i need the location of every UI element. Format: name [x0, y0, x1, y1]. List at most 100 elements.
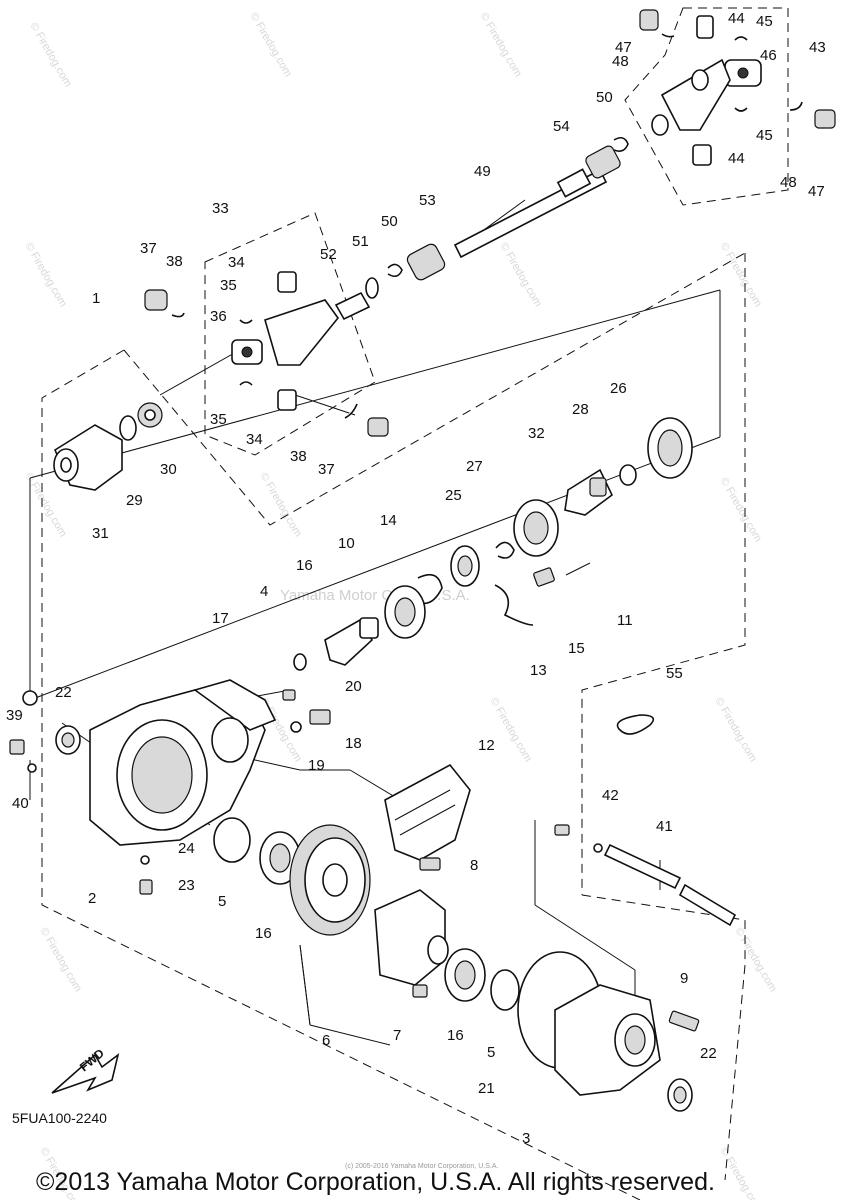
part-label: 5: [487, 1044, 495, 1061]
watermark-text: © Firedog.com: [37, 926, 84, 995]
housing-3: [554, 984, 661, 1096]
washer-24: [140, 855, 150, 865]
part-label: 19: [308, 757, 325, 774]
bolt-23: [139, 879, 153, 895]
part-label: 30: [160, 461, 177, 478]
bellows-53: [406, 243, 446, 281]
part-label: 37: [318, 461, 335, 478]
clip-55: [616, 714, 655, 735]
o-ring-28: [619, 464, 637, 486]
part-label: 38: [290, 448, 307, 465]
fwd-arrow-icon: [51, 1053, 120, 1094]
bolt-8: [419, 857, 441, 871]
watermark-text: © Firedog.com: [717, 241, 764, 310]
housing-group: [9, 679, 331, 895]
part-label: 47: [615, 39, 632, 56]
part-label: 12: [478, 737, 495, 754]
watermark-text: © Firedog.com: [247, 11, 294, 80]
part-label: 16: [255, 925, 272, 942]
circlip-50: [613, 136, 629, 152]
part-label: 50: [381, 213, 398, 230]
watermark-text: © Firedog.com: [717, 476, 764, 545]
pinion-group: [293, 417, 693, 671]
part-label: 2: [88, 890, 96, 907]
part-label: 50: [596, 89, 613, 106]
part-label: 10: [338, 535, 355, 552]
clamp-42: [593, 843, 603, 853]
bolt-9: [668, 1010, 700, 1032]
part-label: 34: [228, 254, 245, 271]
part-label: 55: [666, 665, 683, 682]
watermark-text: © Firedog.com: [257, 471, 304, 540]
part-label: 45: [756, 13, 773, 30]
hose-41b: [678, 883, 737, 927]
part-label: 46: [760, 47, 777, 64]
part-label: 8: [470, 857, 478, 874]
part-label: 42: [602, 787, 619, 804]
watermark-text: © Firedog.com: [497, 241, 544, 310]
circlip-25: [495, 541, 515, 559]
part-label: 15: [568, 640, 585, 657]
diagram-code: 5FUA100-2240: [12, 1110, 107, 1126]
part-label: 54: [553, 118, 570, 135]
shim-5: [213, 817, 251, 863]
part-label: 33: [212, 200, 229, 217]
bearing-cup-44: [696, 15, 714, 39]
bolt-42: [554, 824, 570, 836]
circlip-10: [417, 573, 443, 605]
housing-outline-right-lower: [581, 894, 746, 1181]
circlip-48b: [789, 101, 803, 111]
circlip-35: [239, 319, 253, 324]
circlip-48: [661, 33, 675, 38]
spline-end: [556, 168, 592, 198]
watermark-text: © Firedog.com: [22, 241, 69, 310]
part-label: 23: [178, 877, 195, 894]
bolt-39: [9, 739, 25, 755]
circlip-35b: [239, 381, 253, 386]
part-label: 28: [572, 401, 589, 418]
assembly-outlines: [41, 7, 789, 1200]
cover-12: [384, 763, 471, 861]
yoke-43: [660, 58, 731, 131]
washer-51: [365, 277, 379, 299]
part-labels: 1 2 3 4 5 5 6 7 8 9 10 11 12 13 14 15 16…: [6, 10, 826, 1147]
part-label: 40: [12, 795, 29, 812]
plug-20: [282, 689, 296, 701]
bearing-cup-34b: [277, 389, 297, 411]
bearing-cup-37: [144, 289, 168, 311]
part-label: 17: [212, 610, 229, 627]
part-label: 9: [680, 970, 688, 987]
watermark-text: © Firedog.com: [732, 926, 779, 995]
part-label: 16: [296, 557, 313, 574]
part-label: 39: [6, 707, 23, 724]
part-label: 1: [92, 290, 100, 307]
bearing-cup-47: [639, 9, 659, 31]
part-label: 41: [656, 818, 673, 835]
part-label: 32: [528, 425, 545, 442]
shaft-outline: [123, 252, 746, 526]
part-label: 3: [522, 1130, 530, 1147]
part-label: 35: [220, 277, 237, 294]
part-label: 48: [612, 53, 629, 70]
bearing-cup-37b: [367, 417, 389, 437]
part-label: 48: [780, 174, 797, 191]
part-label: 18: [345, 735, 362, 752]
part-label: 24: [178, 840, 195, 857]
part-label: 21: [478, 1080, 495, 1097]
part-label: 22: [700, 1045, 717, 1062]
washer-39: [22, 690, 38, 706]
boot-54: [585, 145, 621, 179]
shim-5b: [490, 969, 520, 1011]
part-label: 44: [728, 150, 745, 167]
circlip-45: [734, 36, 748, 41]
part-label: 25: [445, 487, 462, 504]
part-label: 45: [756, 127, 773, 144]
universal-joint-43: [639, 9, 836, 166]
part-label: 38: [166, 253, 183, 270]
washer-40: [27, 763, 37, 773]
watermark-text: © Firedog.com: [27, 21, 74, 90]
part-label: 31: [92, 525, 109, 542]
part-label: 53: [419, 192, 436, 209]
